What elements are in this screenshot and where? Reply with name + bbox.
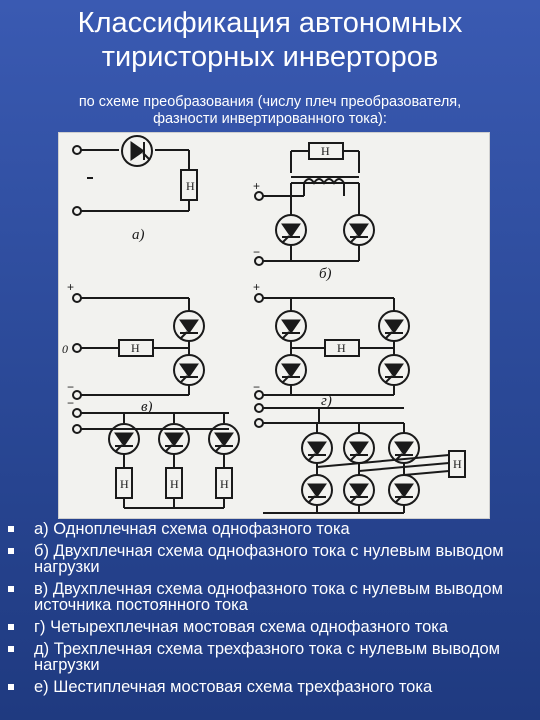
list-item: е) Шестиплечная мостовая схема трехфазно… [8, 679, 538, 695]
circuit-b: б) Н + − [253, 142, 375, 282]
title-line-1: Классификация автономных [77, 7, 463, 39]
load-label-e: Н [453, 457, 462, 471]
list-item: в) Двухплечная схема однофазного тока с … [8, 581, 538, 613]
load-label-d1: Н [120, 477, 129, 491]
minus-label-g: − [253, 380, 260, 394]
load-label-a: Н [186, 179, 195, 193]
circuit-e: г) Н [254, 393, 466, 514]
list-item: б) Двухплечная схема однофазного тока с … [8, 543, 538, 575]
bullet-square-icon [8, 526, 14, 532]
subtitle-line-1: по схеме преобразования (числу плеч прео… [78, 94, 462, 110]
load-label-g: Н [337, 341, 346, 355]
circuits-diagram: а) Н б) [62, 135, 466, 514]
label-b: б) [319, 266, 332, 282]
label-g: г) [321, 393, 332, 409]
circuit-a: а) Н [72, 135, 198, 243]
bullet-square-icon [8, 548, 14, 554]
list-item: д) Трехплечная схема трехфазного тока с … [8, 641, 538, 673]
circuit-v: + 0 − Н [62, 280, 205, 400]
plus-label-v: + [67, 280, 74, 294]
bullet-square-icon [8, 684, 14, 690]
list-item: а) Одноплечная схема однофазного тока [8, 521, 538, 537]
bullet-square-icon [8, 624, 14, 630]
label-v: в) [141, 399, 153, 415]
minus-label-b: − [253, 245, 260, 259]
title-line-2: тиристорных инверторов [101, 41, 439, 73]
label-a: а) [132, 227, 145, 243]
list-item: г) Четырехплечная мостовая схема однофаз… [8, 619, 538, 635]
minus-label-d: − [67, 396, 74, 410]
load-label-b: Н [321, 144, 330, 158]
plus-label-b: + [253, 179, 260, 193]
zero-label-v: 0 [62, 342, 68, 356]
slide-title: Классификация автономных тиристорных инв… [0, 6, 540, 74]
bullet-square-icon [8, 646, 14, 652]
slide-subtitle: по схеме преобразования (числу плеч прео… [20, 94, 520, 128]
circuit-d: в) − Н Н Н [67, 396, 240, 509]
subtitle-line-2: фазности инвертированного тока): [153, 111, 387, 127]
load-label-v: Н [131, 341, 140, 355]
plus-label-g: + [253, 280, 260, 294]
inverter-circuits-figure: а) Н б) [58, 132, 490, 519]
bullet-square-icon [8, 586, 14, 592]
classification-list: а) Одноплечная схема однофазного тока б)… [8, 521, 538, 701]
circuit-g: + − Н [253, 280, 410, 400]
load-label-d2: Н [170, 477, 179, 491]
minus-label-v: − [67, 380, 74, 394]
load-label-d3: Н [220, 477, 229, 491]
